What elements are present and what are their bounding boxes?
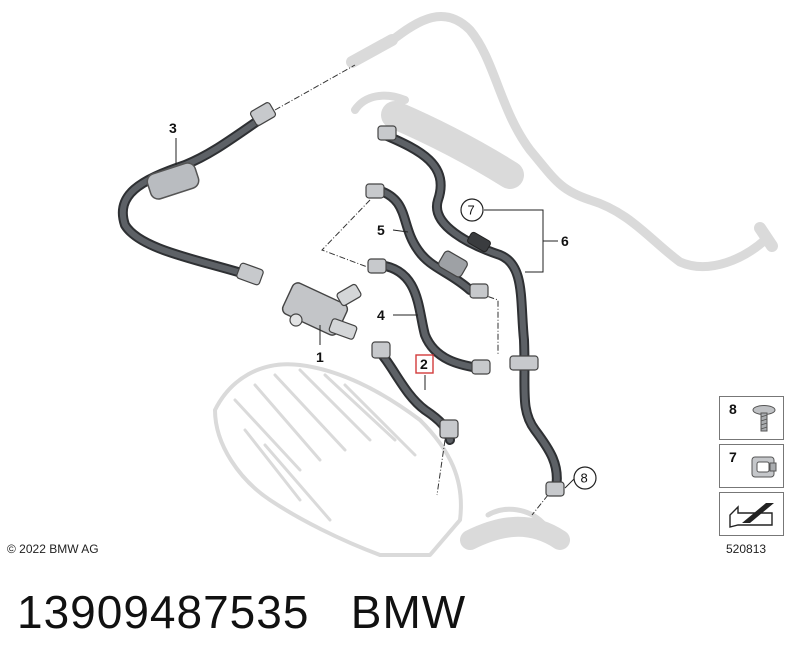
callout-8: 8 (581, 471, 588, 486)
callout-1: 1 (316, 349, 324, 365)
hoses (117, 113, 562, 493)
components (146, 102, 565, 497)
hose-6-outline (380, 130, 562, 493)
parts-diagram: 3 5 4 1 2 6 7 8 (117, 12, 778, 557)
connector-4-top (367, 258, 387, 274)
leader-8-bottom (531, 494, 549, 516)
callout-8-leader (564, 477, 576, 489)
purge-valve-1 (281, 282, 362, 340)
brand-name: BMW (350, 586, 467, 638)
ghost-manifold-outline (213, 362, 463, 557)
connector-6-top (377, 125, 397, 141)
arrow-icon (729, 503, 774, 528)
callout-3: 3 (169, 120, 177, 136)
legend-box-clip: 7 (719, 444, 784, 488)
ghost-manifold-ribs (233, 368, 417, 522)
connector-6-bottom (545, 481, 565, 497)
purge-valve-outlet (328, 318, 358, 340)
callout-leaders (175, 138, 576, 489)
diagram-id: 520813 (726, 542, 767, 556)
leader-5-a (321, 199, 371, 269)
callout-8-circle (573, 466, 597, 490)
leader-2-bottom (436, 439, 446, 496)
callout-5-leader (392, 229, 409, 233)
purge-valve-mount (289, 313, 303, 327)
legend-box-bolt: 8 (719, 396, 784, 440)
callout-2: 2 (420, 356, 428, 372)
sleeve-6 (467, 231, 491, 253)
connector-5-end (469, 283, 489, 299)
sensor-5 (438, 250, 468, 278)
connector-5-top (365, 183, 385, 199)
purge-valve-port (336, 283, 362, 307)
ghost-lower-assembly (460, 516, 570, 550)
ghost-throttle-body (381, 101, 524, 189)
ghost-hose-end (754, 222, 778, 252)
connector-3-bottom (236, 262, 264, 286)
hose-4 (377, 262, 481, 371)
bolt-icon (752, 405, 776, 432)
fuel-filter-3 (146, 162, 200, 200)
connector-3-top (249, 102, 277, 126)
hose-3-outline (117, 113, 267, 280)
callout-2-highlight (415, 354, 434, 374)
connector-2-bottom (439, 419, 459, 439)
callouts: 3 5 4 1 2 6 7 8 (169, 120, 597, 490)
ghost-parts (213, 12, 778, 557)
callout-7: 7 (468, 203, 475, 218)
legend-number-8: 8 (729, 401, 737, 417)
connector-2-top (371, 341, 391, 359)
callout-4: 4 (377, 307, 385, 323)
footer: 13909487535 BMW (17, 585, 466, 639)
connector-4-end (471, 359, 491, 375)
leader-3-to-ghost (274, 64, 356, 111)
callout-6: 6 (561, 233, 569, 249)
callout-7-circle (460, 198, 484, 222)
hose-3 (119, 115, 265, 278)
leader-4-a (477, 292, 499, 355)
ghost-upper-hose (385, 12, 770, 271)
callout-6-bracket (484, 209, 558, 273)
footer-gap (309, 586, 350, 638)
callout-5: 5 (377, 222, 385, 238)
copyright-text: © 2022 BMW AG (7, 542, 99, 556)
hose-6 (382, 132, 560, 491)
ghost-lower-assembly-ring (485, 506, 548, 528)
ghost-pipe-left (351, 91, 409, 114)
legend-number-7: 7 (729, 449, 737, 465)
leader-lines (274, 64, 549, 516)
clip-icon (751, 456, 777, 478)
part-number: 13909487535 (17, 586, 310, 638)
tee-6 (509, 355, 539, 371)
ghost-upper-hose-connector (346, 34, 398, 68)
legend-box-arrow (719, 492, 784, 536)
hose-5 (375, 187, 473, 293)
